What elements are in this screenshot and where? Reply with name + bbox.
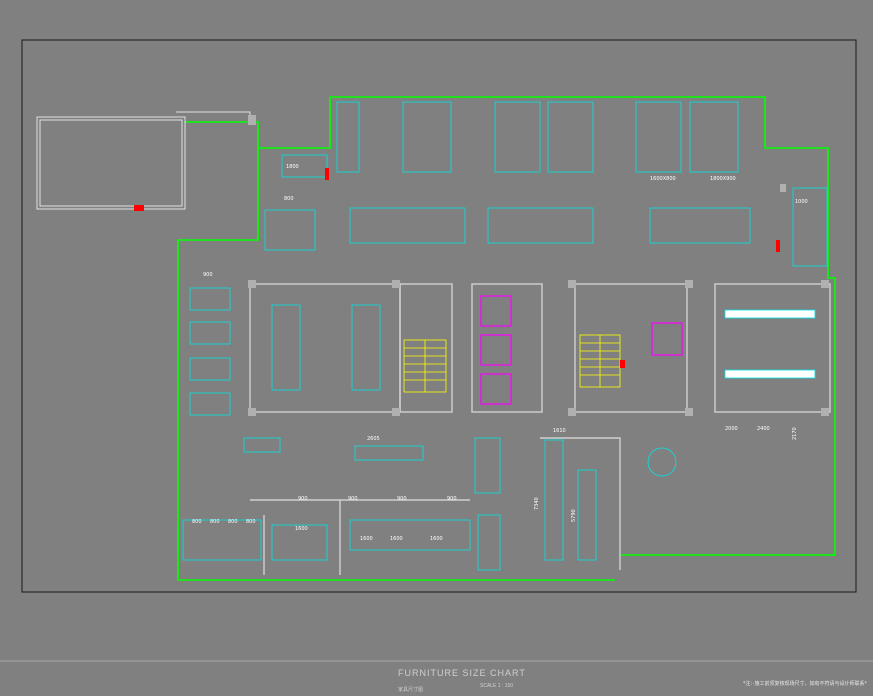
drawing-subtitle: 家具尺寸图: [398, 687, 424, 693]
dim-label: 1600: [430, 536, 443, 542]
dim-label: 900: [348, 496, 358, 502]
dim-label: 2400: [757, 426, 770, 432]
dim-label: 800: [210, 519, 220, 525]
dim-label: 1800: [286, 164, 299, 170]
dim-label: 800: [228, 519, 238, 525]
dim-label: 1610: [553, 428, 566, 434]
dim-label: 2170: [792, 427, 798, 440]
dim-label: 800: [246, 519, 256, 525]
title-block: FURNITURE SIZE CHART 家具尺寸图: [398, 668, 526, 696]
dim-label: 3500: [752, 372, 765, 378]
dim-label: 7340: [534, 497, 540, 510]
drawing-note: *注：·施工前须复核现场尺寸，如有不符请与设计师联系*: [742, 681, 867, 687]
dim-label: 1600X800: [650, 176, 676, 182]
outer-walls: [177, 96, 836, 581]
dim-label: 1600: [390, 536, 403, 542]
dim-label: 900: [203, 272, 213, 278]
dimension-labels: 800 1800 900 1600X800 1800X900 1000 3500…: [192, 164, 808, 542]
annex-outline: [36, 111, 251, 210]
dim-label: 900: [298, 496, 308, 502]
stairwell-right: [579, 334, 621, 388]
side-tables: [189, 287, 381, 416]
drawing-title: FURNITURE SIZE CHART: [398, 668, 526, 678]
drawing-border: [21, 39, 857, 593]
dim-label: 800: [192, 519, 202, 525]
lounge-furniture: [182, 437, 677, 571]
meeting-tables: [724, 309, 816, 379]
dim-label: 1600: [295, 526, 308, 532]
dim-label: 2000: [725, 426, 738, 432]
elevator-cars: [480, 295, 683, 405]
interior-walls: [249, 283, 831, 575]
annex-mark: [134, 205, 144, 211]
dim-label: 900: [447, 496, 457, 502]
dim-label: 1600: [360, 536, 373, 542]
pillars: [248, 115, 829, 416]
red-marks: [325, 168, 780, 368]
drawing-scale: SCALE 1 : 150: [480, 683, 514, 689]
dim-label: 1000: [795, 199, 808, 205]
dim-label: 5790: [571, 509, 577, 522]
dim-label: 900: [397, 496, 407, 502]
dim-label: 1800X900: [710, 176, 736, 182]
dim-label: 3500: [752, 312, 765, 318]
stairwell-left: [403, 339, 447, 393]
dim-label: 2605: [367, 436, 380, 442]
workstation-clusters: [264, 101, 828, 267]
dim-label: 800: [284, 196, 294, 202]
